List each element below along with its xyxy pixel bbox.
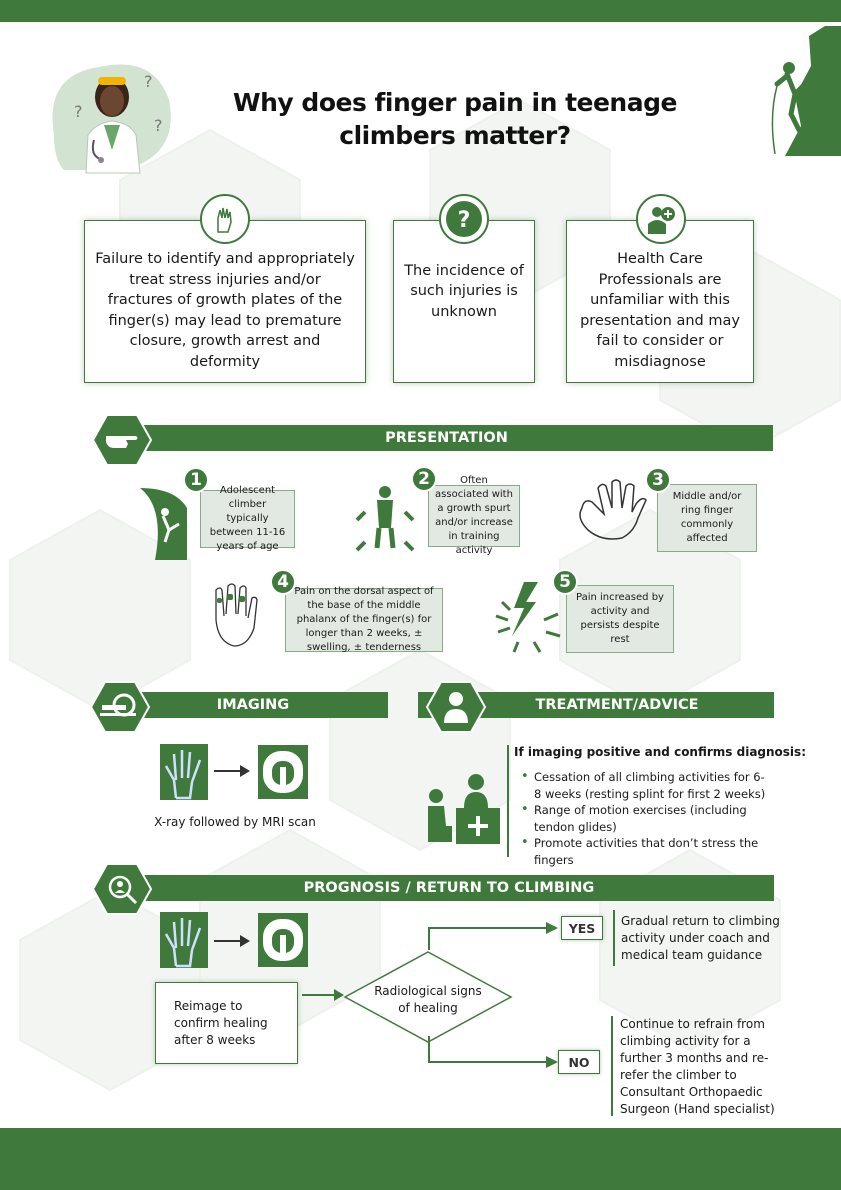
treatment-list: Cessation of all climbing activities for… [518, 769, 768, 868]
number-badge-5: 5 [552, 569, 578, 595]
decision-connectors [428, 922, 558, 1068]
question-icon: ? [439, 194, 489, 244]
arrow-right-icon [214, 765, 250, 777]
section-header-presentation: PRESENTATION [120, 425, 773, 451]
item-text: Often associated with a growth spurt and… [435, 475, 513, 556]
info-card-growth-plate: Failure to identify and appropriately tr… [84, 220, 366, 383]
card-text: Failure to identify and appropriately tr… [95, 251, 355, 370]
climber-icon [140, 488, 187, 560]
reimage-text: Reimage to confirm healing after 8 weeks [174, 998, 268, 1047]
no-text: Continue to refrain from climbing activi… [620, 1017, 775, 1116]
climber-corner-graphic [771, 26, 841, 156]
section-header-prognosis: PROGNOSIS / RETURN TO CLIMBING [124, 875, 774, 901]
pointing-hand-icon [92, 414, 152, 466]
card-text: Health Care Professionals are unfamiliar… [580, 251, 740, 370]
medic-icon [426, 681, 486, 733]
item-text: Adolescent climber typically between 11-… [209, 485, 286, 552]
treatment-bullet: Cessation of all climbing activities for… [518, 769, 768, 802]
page-title: Why does finger pain in teenage climbers… [233, 88, 677, 150]
section-header-treatment: TREATMENT/ADVICE [460, 692, 774, 718]
mri-scanner-icon [258, 745, 308, 799]
doctor-icon [636, 194, 686, 244]
presentation-item-3: Middle and/or ring finger commonly affec… [657, 484, 757, 552]
consultation-icon [428, 774, 500, 844]
info-card-incidence: The incidence of such injuries is unknow… [393, 220, 535, 383]
mri-scanner-icon [258, 913, 308, 967]
svg-text:?: ? [144, 72, 153, 91]
number-badge-1: 1 [183, 467, 209, 493]
treatment-bullet: Promote activities that don’t stress the… [518, 835, 768, 868]
number-badge-2: 2 [411, 466, 437, 492]
scanner-icon [90, 681, 150, 733]
imaging-caption: X-ray followed by MRI scan [154, 815, 316, 829]
presentation-item-4: Pain on the dorsal aspect of the base of… [285, 586, 443, 653]
presentation-item-5: Pain increased by activity and persists … [566, 585, 674, 653]
svg-text:?: ? [458, 208, 471, 233]
no-label: NO [558, 1050, 600, 1074]
section-title: TREATMENT/ADVICE [535, 697, 699, 713]
section-title: PRESENTATION [385, 430, 508, 446]
section-title: IMAGING [216, 697, 290, 713]
treatment-intro: If imaging positive and confirms diagnos… [514, 745, 806, 759]
bottom-banner [0, 1128, 841, 1190]
arrow-right-icon [302, 989, 344, 1001]
pain-burst-icon [495, 582, 561, 653]
number-badge-4: 4 [270, 569, 296, 595]
item-text: Pain on the dorsal aspect of the base of… [294, 586, 434, 653]
doctor-illustration: ? ? ? [52, 64, 171, 174]
presentation-item-1: Adolescent climber typically between 11-… [200, 485, 295, 552]
treatment-divider [507, 745, 509, 857]
svg-text:?: ? [74, 102, 83, 121]
card-text: The incidence of such injuries is unknow… [404, 262, 524, 320]
section-header-imaging: IMAGING [118, 692, 388, 718]
number-badge-3: 3 [645, 467, 671, 493]
arrow-right-icon [214, 935, 250, 947]
info-card-hcp: Health Care Professionals are unfamiliar… [566, 220, 754, 383]
treatment-bullet: Range of motion exercises (including ten… [518, 802, 768, 835]
top-banner [0, 0, 841, 22]
hand-icon [200, 194, 250, 244]
item-text: Pain increased by activity and persists … [576, 592, 664, 645]
growth-figure-icon [355, 486, 415, 552]
decision-text: Radiological signs of healing [374, 984, 482, 1015]
yes-label: YES [561, 916, 603, 940]
reimage-box: Reimage to confirm healing after 8 weeks [155, 982, 298, 1064]
presentation-item-2: Often associated with a growth spurt and… [428, 475, 520, 556]
yes-text: Gradual return to climbing activity unde… [621, 914, 780, 962]
svg-text:?: ? [154, 116, 163, 135]
magnifier-person-icon [92, 863, 152, 915]
fingers-icon [215, 583, 258, 647]
item-text: Middle and/or ring finger commonly affec… [672, 491, 742, 544]
open-hand-icon [579, 479, 647, 540]
xray-hand-icon [160, 744, 208, 800]
no-divider [611, 1016, 613, 1116]
section-title: PROGNOSIS / RETURN TO CLIMBING [303, 880, 595, 896]
xray-hand-icon [160, 912, 208, 968]
yes-divider [613, 910, 615, 966]
